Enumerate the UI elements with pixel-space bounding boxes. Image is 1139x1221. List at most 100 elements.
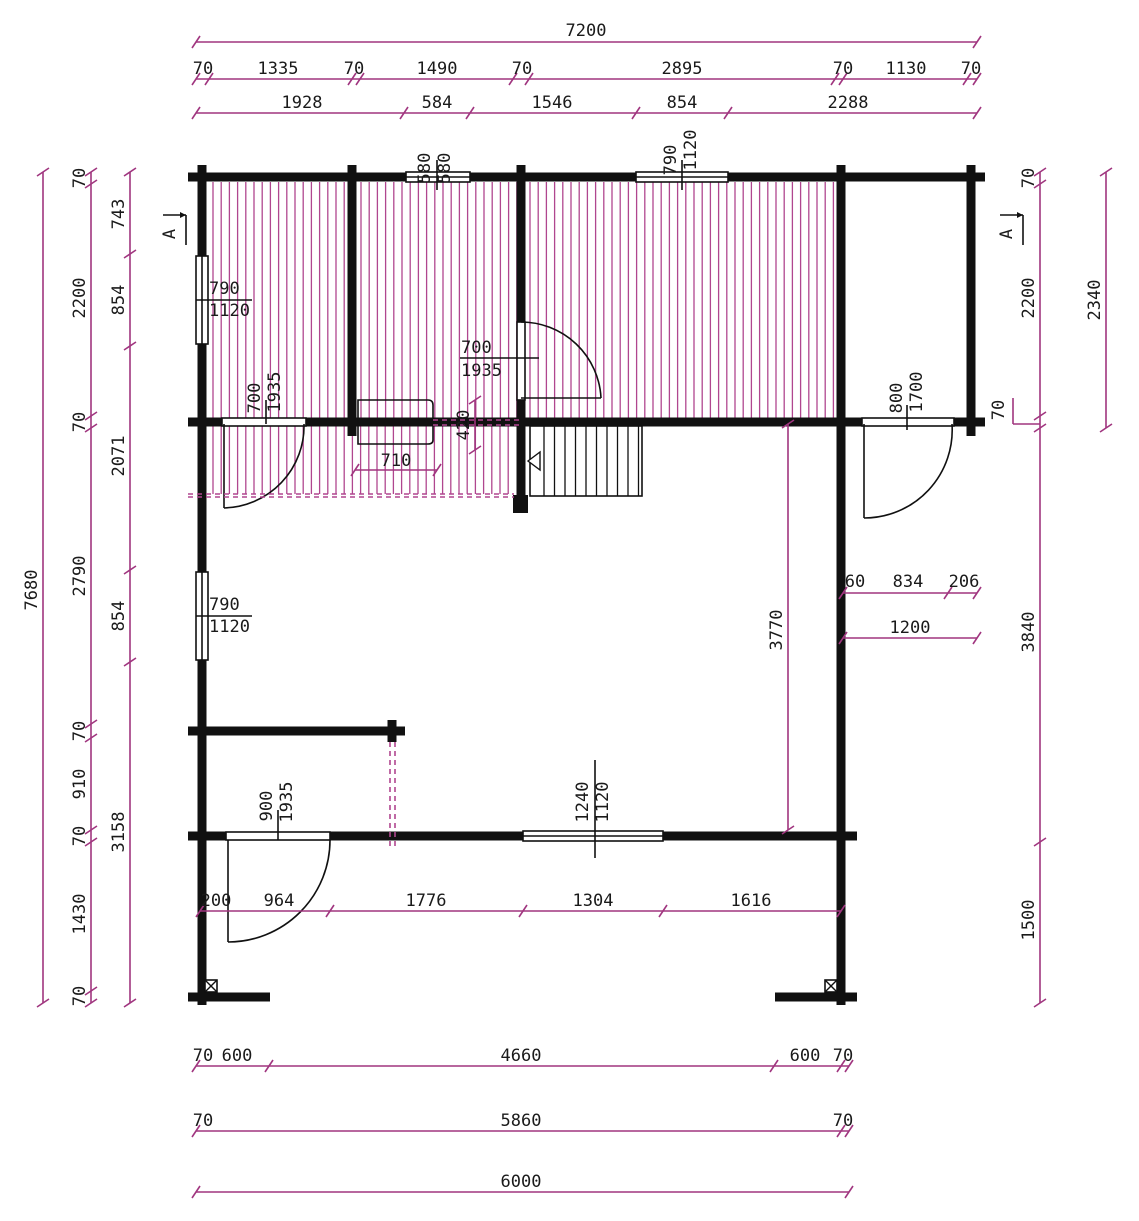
dimension-tick xyxy=(518,904,528,918)
dimension-ticks xyxy=(36,35,1113,1199)
front-door-label: 1935 xyxy=(277,782,297,823)
dimension-tick xyxy=(836,1124,846,1138)
dimension-tick xyxy=(84,837,98,847)
dimension-lines xyxy=(42,41,1107,1193)
door-swing-front xyxy=(227,839,331,943)
dimension-tick xyxy=(844,1185,854,1199)
dim-bottom-r1: 4660 xyxy=(501,1046,542,1066)
dim-top-r1: 70 xyxy=(833,59,853,79)
dimension-tick xyxy=(943,586,953,600)
decking-hatch xyxy=(212,182,835,494)
top-window-small-label: 580 xyxy=(415,153,435,184)
front-window-label: 1120 xyxy=(593,782,613,823)
dimension-tick xyxy=(84,179,98,189)
dim-left-mid: 2200 xyxy=(70,278,90,319)
dimension-tick xyxy=(191,1185,201,1199)
dimension-tick xyxy=(36,998,50,1008)
dim-top-r1: 1490 xyxy=(417,59,458,79)
right-door-label: 800 xyxy=(887,383,907,414)
dimension-tick xyxy=(844,1124,854,1138)
dim-bench: 710 xyxy=(381,451,412,471)
stair-arrow-icon xyxy=(526,450,541,472)
dim-front: 200 xyxy=(201,891,232,911)
dimension-tick xyxy=(36,167,50,177)
dimension-tick xyxy=(123,565,137,575)
dimension-tick xyxy=(1033,167,1047,177)
bench xyxy=(357,399,434,445)
dimension-tick xyxy=(972,35,982,49)
dimension-tick xyxy=(1099,423,1113,433)
dimension-tick xyxy=(84,998,98,1008)
dim-bottom-r2: 70 xyxy=(833,1111,853,1131)
dim-top-total: 7200 xyxy=(566,21,607,41)
dim-top-r1: 1335 xyxy=(258,59,299,79)
dim-right-mid: 70 xyxy=(989,400,1009,420)
fixtures xyxy=(188,399,643,848)
opening-labels: 580 580 790 1120 790 1120 790 1120 700 1… xyxy=(160,130,1017,823)
top-window-large-label: 790 xyxy=(661,145,681,176)
dimension-tick xyxy=(781,825,795,835)
dimension-tick xyxy=(350,463,360,477)
dim-left-mid: 70 xyxy=(70,412,90,432)
dimension-tick xyxy=(191,1059,201,1073)
dimension-tick xyxy=(195,904,205,918)
section-mark-right: A xyxy=(997,229,1017,239)
dim-left-inner: 854 xyxy=(109,601,129,632)
dimension-tick xyxy=(84,719,98,729)
dimension-tick xyxy=(264,1059,274,1073)
dimension-tick xyxy=(432,463,442,477)
dim-right-side: 206 xyxy=(949,572,980,592)
dimension-tick xyxy=(123,341,137,351)
windows xyxy=(195,160,729,858)
dimension-tick xyxy=(524,72,534,86)
dimension-tick xyxy=(1033,411,1047,421)
dimension-tick xyxy=(191,1124,201,1138)
dimension-tick xyxy=(84,733,98,743)
dim-top-r2: 1546 xyxy=(532,93,573,113)
dim-left-inner: 854 xyxy=(109,285,129,316)
dim-top-r2: 854 xyxy=(667,93,698,113)
dim-bottom-r1: 600 xyxy=(222,1046,253,1066)
dim-left-mid: 70 xyxy=(70,826,90,846)
dim-right-side: 60 xyxy=(845,572,865,592)
dimension-tick xyxy=(962,72,972,86)
top-window-small-label: 580 xyxy=(435,153,455,184)
dim-wall-420: 420 xyxy=(454,410,474,441)
dimension-tick xyxy=(508,72,518,86)
dimension-tick xyxy=(1033,179,1047,189)
dim-top-r1: 1130 xyxy=(886,59,927,79)
dimension-tick xyxy=(830,72,840,86)
front-window-label: 1240 xyxy=(573,782,593,823)
dim-right-mid: 2200 xyxy=(1019,278,1039,319)
dim-left-inner: 743 xyxy=(109,199,129,230)
section-markers xyxy=(163,212,1024,245)
dimension-tick xyxy=(844,1059,854,1073)
dimension-tick xyxy=(204,72,214,86)
dimension-tick xyxy=(631,106,641,120)
dimension-tick xyxy=(123,167,137,177)
dimension-tick xyxy=(838,72,848,86)
inner-door-center-label: 700 xyxy=(461,338,492,358)
dim-top-r2: 2288 xyxy=(828,93,869,113)
stairs xyxy=(529,425,643,497)
dim-top-r1: 70 xyxy=(512,59,532,79)
dimension-tick xyxy=(1099,167,1113,177)
dimension-tick xyxy=(723,106,733,120)
dim-bottom-r1: 70 xyxy=(193,1046,213,1066)
dimension-tick xyxy=(347,72,357,86)
dimension-tick xyxy=(972,586,982,600)
dim-top-r1: 2895 xyxy=(662,59,703,79)
dimension-tick xyxy=(84,825,98,835)
inner-door-left-label: 700 xyxy=(245,383,265,414)
dim-top-r2: 584 xyxy=(422,93,453,113)
door-swing-center xyxy=(520,321,602,399)
dim-right-outer: 2340 xyxy=(1085,280,1105,321)
dim-left-mid: 70 xyxy=(70,986,90,1006)
left-window-upper-label: 1120 xyxy=(209,301,250,321)
dimension-tick xyxy=(399,106,409,120)
dim-front: 1304 xyxy=(573,891,614,911)
dimension-tick xyxy=(1033,423,1047,433)
dim-top-r1: 70 xyxy=(344,59,364,79)
dimension-tick xyxy=(355,72,365,86)
dim-right-mid: 1500 xyxy=(1019,900,1039,941)
